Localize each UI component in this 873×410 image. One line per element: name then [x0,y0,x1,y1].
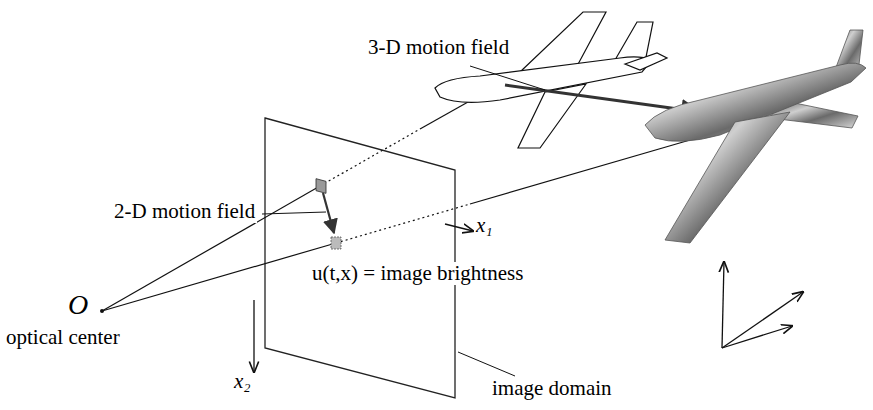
point-label: O [68,290,88,321]
leader-line [458,352,515,376]
ray [470,140,690,204]
world-axes [722,262,803,348]
leader-line [470,66,545,90]
ray [102,186,320,311]
motion-field-label: 2-D motion field [112,200,257,223]
ray [336,204,470,243]
pixel-patch [331,237,341,249]
pixel-patch [316,179,326,194]
ray [320,129,420,186]
optical-center-label: optical center [6,326,120,349]
airplane-outline [435,12,667,148]
leader-line [262,212,326,214]
brightness-label: u(t,x) = image brightness [310,262,525,285]
motion-field-label: 3-D motion field [368,36,509,59]
optical-center-dot [100,309,104,313]
domain-label: image domain [492,377,612,400]
airplane-shaded [645,30,866,243]
ray [102,243,336,311]
axis-label: x₁ [476,214,493,237]
motion-arrow-2d [323,193,334,233]
image-plane [265,118,455,398]
x1-axis [445,224,473,231]
x2-axis [253,300,254,372]
axis-label: x₂ [234,370,251,393]
